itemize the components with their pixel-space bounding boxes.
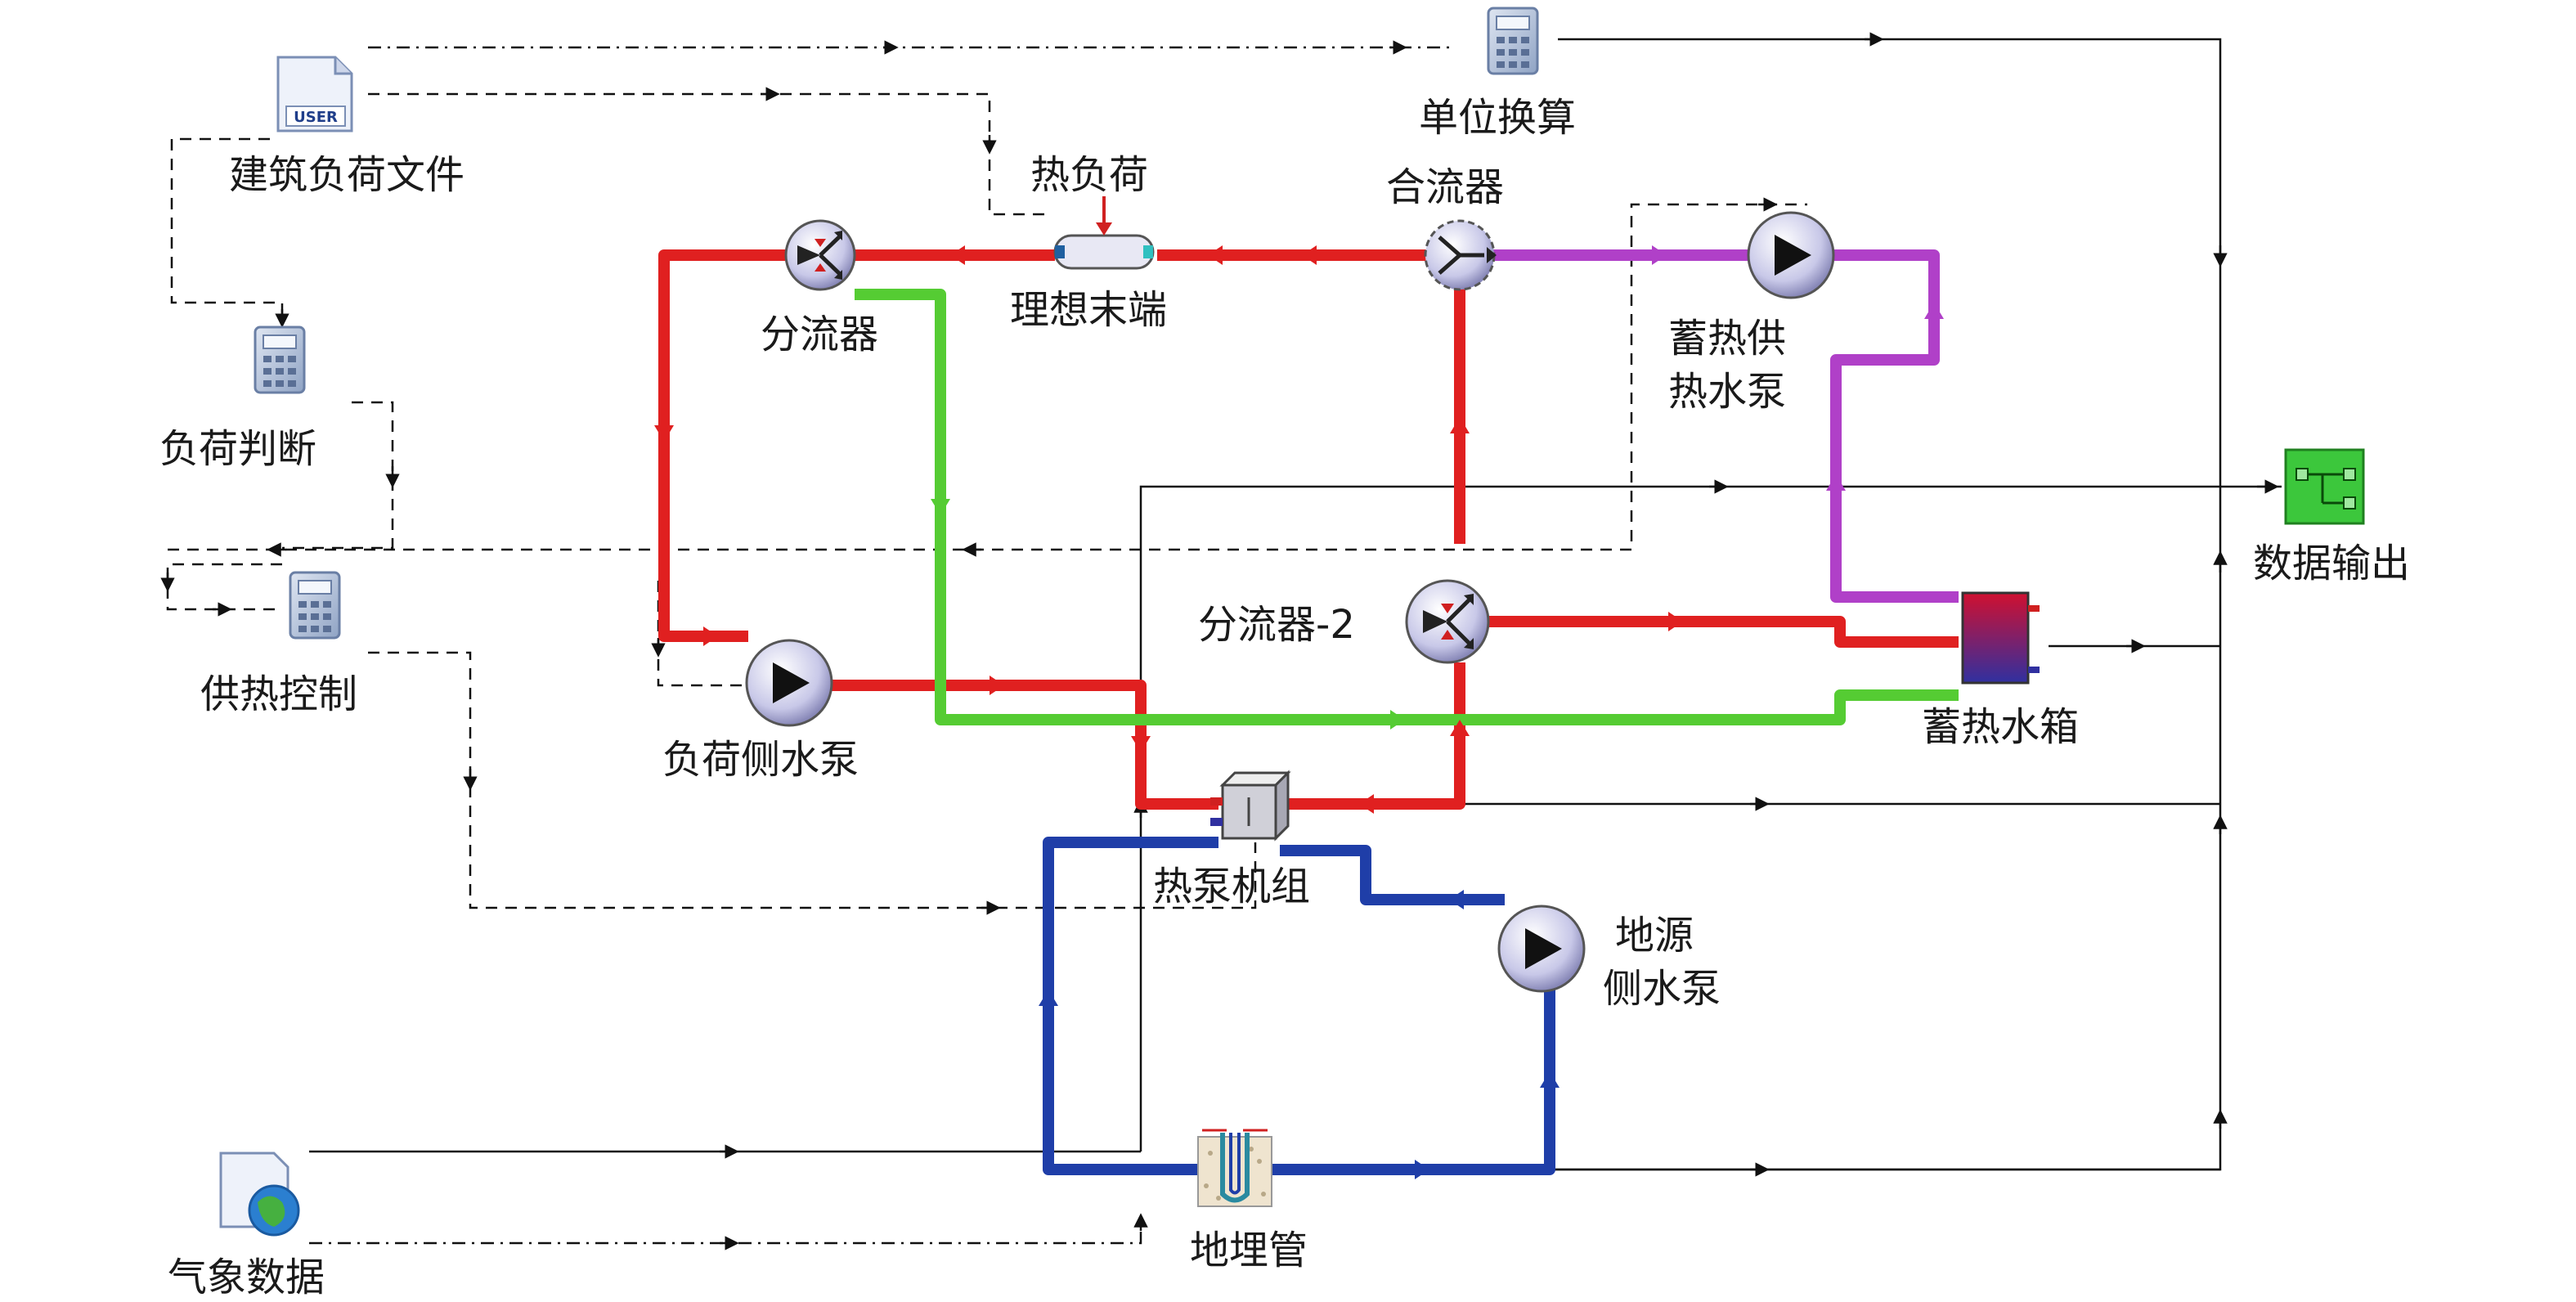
storage-tank-icon[interactable] <box>1961 591 2040 685</box>
ground-pipe-icon[interactable] <box>1197 1129 1272 1207</box>
user-icon-text: USER <box>294 109 338 126</box>
flow-markers <box>654 245 1944 1179</box>
ideal-terminal-label: 理想末端 <box>1010 287 1167 333</box>
unit-conversion-calculator-icon[interactable] <box>1487 7 1539 75</box>
load-judge-calculator-icon[interactable] <box>254 326 306 394</box>
load-pump-icon[interactable] <box>745 639 833 727</box>
diverter-label: 分流器 <box>761 312 878 357</box>
diverter-2-icon[interactable] <box>1405 579 1490 664</box>
data-output-label: 数据输出 <box>2253 541 2410 586</box>
heat-pump-unit-label: 热泵机组 <box>1153 864 1310 909</box>
mixer-icon[interactable] <box>1424 219 1497 291</box>
storage-pump-label-1: 蓄热供 <box>1668 316 1786 361</box>
heat-load-terminal-icon[interactable] <box>1053 196 1155 270</box>
diverter-icon[interactable] <box>784 219 856 291</box>
weather-data-file-icon[interactable] <box>219 1152 300 1237</box>
load-judge-label: 负荷判断 <box>159 426 316 472</box>
storage-loop-pipes <box>1484 249 1959 603</box>
ground-pump-icon[interactable] <box>1497 905 1586 993</box>
storage-supply-pump-icon[interactable] <box>1747 211 1835 299</box>
heat-pump-unit-icon[interactable] <box>1210 770 1291 842</box>
building-load-file-label: 建筑负荷文件 <box>229 152 464 198</box>
ground-pump-label-2: 侧水泵 <box>1603 966 1721 1012</box>
mixer-label: 合流器 <box>1386 164 1504 210</box>
data-output-icon[interactable] <box>2284 448 2365 525</box>
diverter-2-label: 分流器-2 <box>1198 602 1355 648</box>
ground-pump-label-1: 地源 <box>1615 913 1694 959</box>
building-load-file-icon[interactable]: USER <box>276 56 353 132</box>
weather-data-label: 气象数据 <box>168 1255 325 1300</box>
return-water-pipes <box>855 289 1959 725</box>
ground-pipe-label: 地埋管 <box>1190 1228 1308 1273</box>
storage-pump-label-2: 热水泵 <box>1668 369 1786 415</box>
load-pump-label: 负荷侧水泵 <box>662 737 859 783</box>
unit-conversion-label: 单位换算 <box>1419 95 1576 141</box>
storage-tank-label: 蓄热水箱 <box>1922 704 2079 750</box>
signal-lines <box>160 32 2282 1250</box>
heat-control-calculator-icon[interactable] <box>289 571 341 640</box>
heat-control-label: 供热控制 <box>200 671 357 717</box>
heat-load-label: 热负荷 <box>1030 152 1148 198</box>
